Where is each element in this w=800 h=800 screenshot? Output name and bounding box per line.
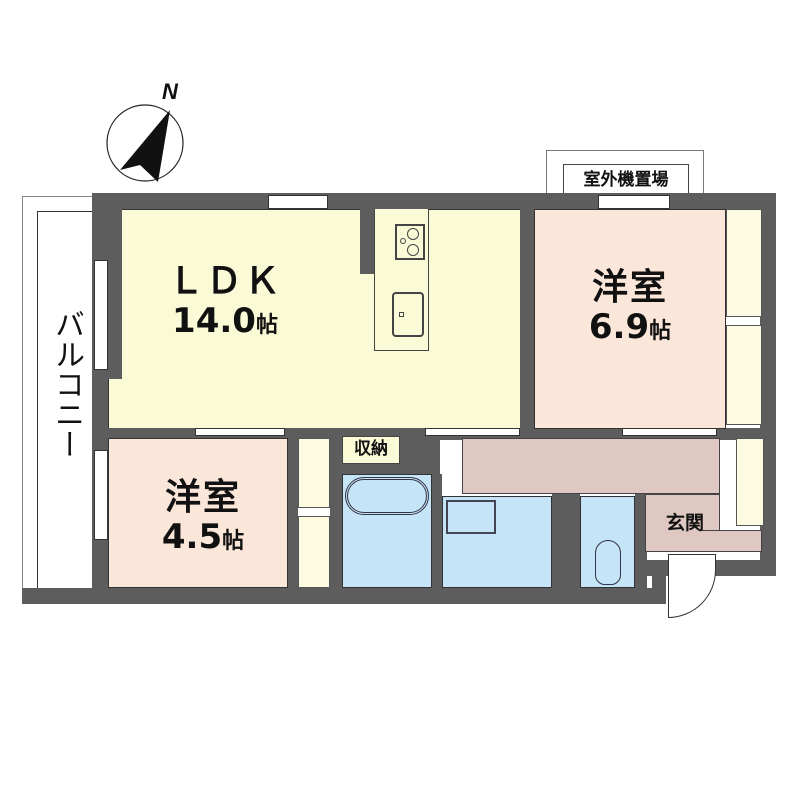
closet-lower	[726, 325, 762, 425]
toilet-icon	[595, 540, 621, 585]
front-door[interactable]	[668, 554, 716, 618]
room-western-4-5	[108, 438, 288, 588]
storage-label: 収納	[354, 439, 388, 459]
outer-wall	[92, 193, 775, 209]
svg-text:N: N	[162, 79, 179, 104]
compass: N	[100, 75, 200, 185]
balcony: バルコニー	[22, 196, 95, 590]
ldk-label: ＬＤＫ 14.0帖	[167, 261, 282, 342]
outdoor-unit-area: 室外機置場	[546, 150, 704, 196]
closet-upper	[726, 209, 762, 317]
entrance-label: 玄関	[665, 512, 704, 534]
kitchen-counter	[374, 209, 429, 351]
north-arrow-icon: N	[106, 79, 184, 182]
closet-small-upper	[298, 438, 330, 508]
closet-small-lower	[298, 516, 330, 588]
washroom	[442, 496, 552, 588]
western-4-5-label: 洋室 4.5帖	[161, 477, 245, 558]
sink-icon	[392, 292, 424, 337]
hallway	[462, 438, 720, 494]
western-window-top	[598, 195, 670, 209]
bathtub-icon	[345, 477, 429, 515]
washbasin-icon	[446, 500, 496, 534]
western-small-window-left	[94, 450, 108, 540]
storage: 収納	[342, 436, 400, 464]
balcony-label: バルコニー	[49, 309, 84, 459]
ldk-window-top	[268, 195, 328, 209]
western-6-9-label: 洋室 6.9帖	[588, 267, 672, 348]
entrance	[645, 494, 720, 552]
ldk-window-left	[94, 260, 108, 370]
entrance-closet	[736, 438, 764, 526]
stove-icon	[395, 224, 425, 260]
outdoor-unit-label: 室外機置場	[563, 164, 689, 196]
room-western-6-9	[534, 209, 726, 429]
